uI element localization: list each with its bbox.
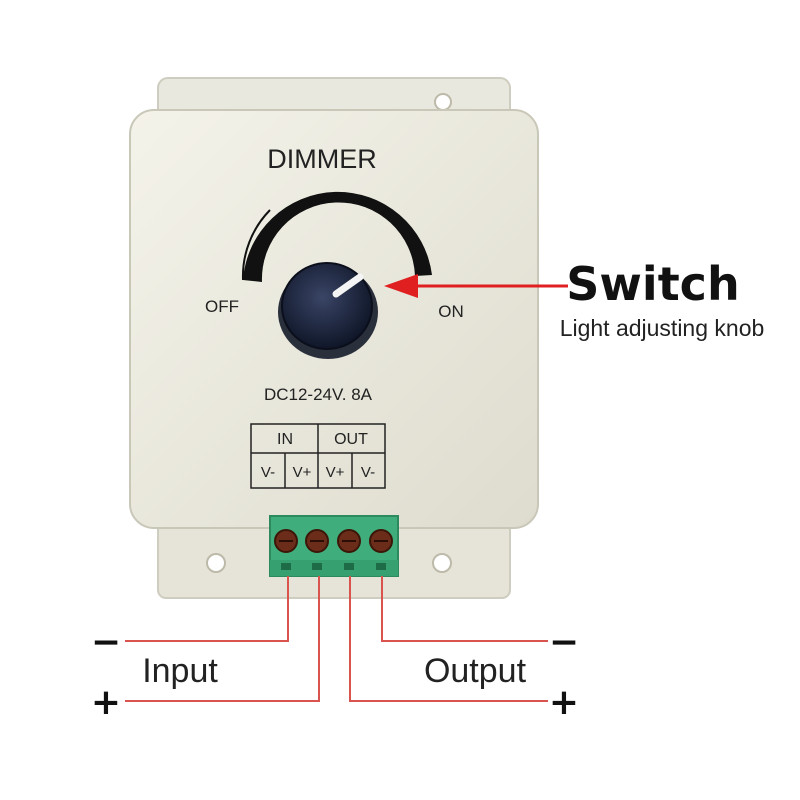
terminal-pin-4: V- [361, 464, 375, 481]
terminal-pin-3: V+ [326, 464, 345, 481]
terminal-table [250, 423, 386, 489]
off-label: OFF [205, 297, 239, 316]
terminal-block [269, 515, 399, 577]
input-negative-wire [125, 576, 289, 642]
screw-terminals[interactable] [274, 529, 393, 553]
callout-subtitle: Light adjusting knob [560, 315, 765, 341]
mount-hole-bottom-left [206, 553, 226, 573]
terminal-pin-2: V+ [293, 464, 312, 481]
output-label: Output [424, 652, 527, 690]
terminal-pin-1: V- [261, 464, 275, 481]
rating-label: DC12-24V. 8A [264, 385, 373, 404]
device-title: DIMMER [267, 144, 377, 174]
callout-arrow-icon [384, 274, 568, 298]
input-positive-wire [125, 576, 320, 702]
terminal-group-in: IN [277, 431, 293, 448]
output-plus-symbol: + [549, 682, 579, 723]
callout-title: Switch [566, 257, 739, 311]
input-minus-symbol: − [91, 622, 121, 663]
output-minus-symbol: − [549, 622, 579, 663]
wiring [125, 576, 548, 702]
knob-indicator-line [332, 273, 364, 298]
terminal-group-out: OUT [334, 431, 368, 448]
mount-hole-bottom-right [432, 553, 452, 573]
brightness-arc-icon [243, 191, 432, 282]
input-plus-symbol: + [91, 682, 121, 723]
output-negative-wire [381, 576, 548, 642]
on-label: ON [438, 302, 464, 321]
output-positive-wire [349, 576, 548, 702]
input-label: Input [142, 652, 218, 690]
dimmer-knob[interactable] [278, 262, 378, 359]
mount-hole-top-right [434, 93, 452, 111]
